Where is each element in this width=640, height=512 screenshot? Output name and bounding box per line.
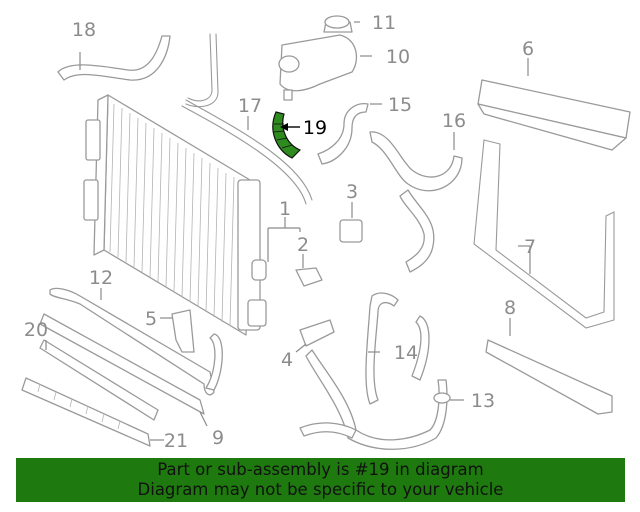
callout-12: 12 (89, 267, 113, 289)
hose-14 (365, 292, 399, 405)
callout-10: 10 (386, 46, 410, 68)
callout-14: 14 (394, 342, 418, 364)
callout-3: 3 (346, 181, 358, 203)
callout-9: 9 (212, 427, 224, 449)
clamp-13 (433, 392, 451, 404)
hose-18 (57, 35, 171, 81)
callout-19: 19 (303, 117, 327, 139)
callout-21: 21 (164, 430, 188, 452)
hose-15 (317, 103, 369, 165)
banner-line-1: Part or sub-assembly is #19 in diagram (157, 460, 484, 479)
seal-21 (21, 377, 151, 447)
part-3 (339, 219, 363, 243)
callout-8: 8 (504, 297, 516, 319)
part-8 (485, 339, 613, 415)
callout-15: 15 (388, 94, 412, 116)
callout-4: 4 (281, 349, 293, 371)
callout-5: 5 (145, 308, 157, 330)
rod-12 (49, 287, 215, 396)
callout-20: 20 (24, 319, 48, 341)
part-2 (295, 267, 323, 287)
callout-13: 13 (471, 390, 495, 412)
parts-diagram: 1 2 3 4 5 6 7 8 9 10 11 12 13 14 15 16 1… (21, 12, 631, 452)
callout-2: 2 (297, 234, 309, 256)
expansion-tank (278, 15, 358, 101)
banner-line-2: Diagram may not be specific to your vehi… (137, 480, 504, 499)
frame-7 (473, 139, 615, 329)
callout-17: 17 (238, 95, 262, 117)
bracket-5 (171, 309, 195, 353)
callout-11: 11 (372, 12, 396, 34)
leader-lines (45, 21, 531, 441)
info-banner: Part or sub-assembly is #19 in diagram D… (16, 458, 625, 502)
radiator (83, 94, 267, 336)
hose-16 (369, 131, 463, 192)
callout-18: 18 (72, 19, 96, 41)
shroud-20 (39, 313, 205, 415)
callout-6: 6 (522, 38, 534, 60)
pipe-17 (185, 33, 313, 201)
callout-16: 16 (442, 110, 466, 132)
callout-1: 1 (279, 198, 291, 220)
part-4 (299, 319, 335, 347)
callout-7: 7 (524, 236, 536, 258)
hose-19 (272, 111, 302, 159)
